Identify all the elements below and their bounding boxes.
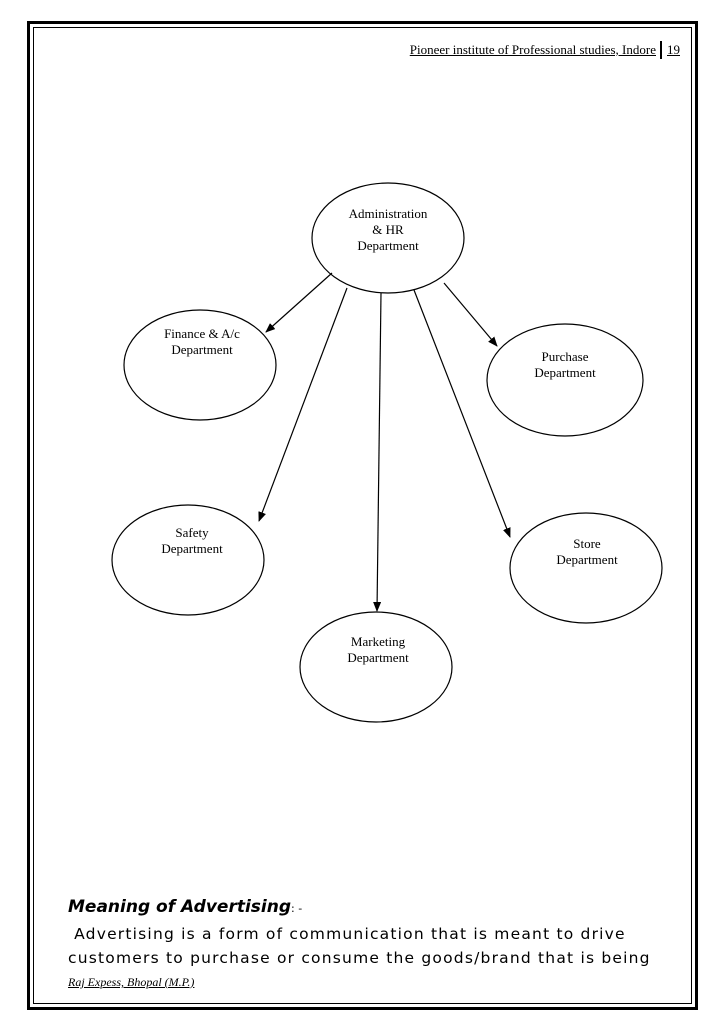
edge-admin-finance: [265, 272, 333, 333]
institute-name: Pioneer institute of Professional studie…: [409, 42, 656, 57]
edge-admin-safety: [258, 287, 348, 522]
section-title-text: Meaning of Advertising: [68, 897, 292, 917]
label-safety: Safety Department: [161, 525, 223, 556]
node-safety: [111, 504, 265, 616]
node-finance: [123, 309, 277, 421]
section-title: Meaning of Advertising: -: [68, 897, 302, 917]
node-marketing: [299, 611, 453, 723]
page-header: Pioneer institute of Professional studie…: [410, 41, 680, 59]
edge-admin-purchase: [443, 282, 498, 347]
page-border-inner: [33, 27, 692, 1004]
body-paragraph: Advertising is a form of communication t…: [68, 922, 688, 970]
edge-admin-marketing: [373, 292, 382, 612]
page-footer: Raj Expess, Bhopal (M.P.): [68, 975, 195, 989]
label-purchase: Purchase Department: [534, 349, 596, 380]
edge-admin-store: [413, 289, 511, 538]
page-border-outer: [27, 21, 698, 1010]
section-title-suffix: : -: [291, 902, 303, 915]
label-finance: Finance & A/c Department: [164, 326, 240, 357]
node-purchase: [486, 323, 644, 437]
label-store: Store Department: [556, 536, 618, 567]
node-store: [509, 512, 663, 624]
body-line-1: Advertising is a form of communication t…: [68, 925, 626, 943]
body-line-2: customers to purchase or consume the goo…: [68, 949, 651, 967]
page-number: 19: [667, 42, 680, 57]
label-marketing: Marketing Department: [347, 634, 409, 665]
header-separator: [660, 41, 662, 59]
label-admin: Administration & HR Department: [348, 206, 428, 253]
node-admin: [311, 182, 465, 294]
